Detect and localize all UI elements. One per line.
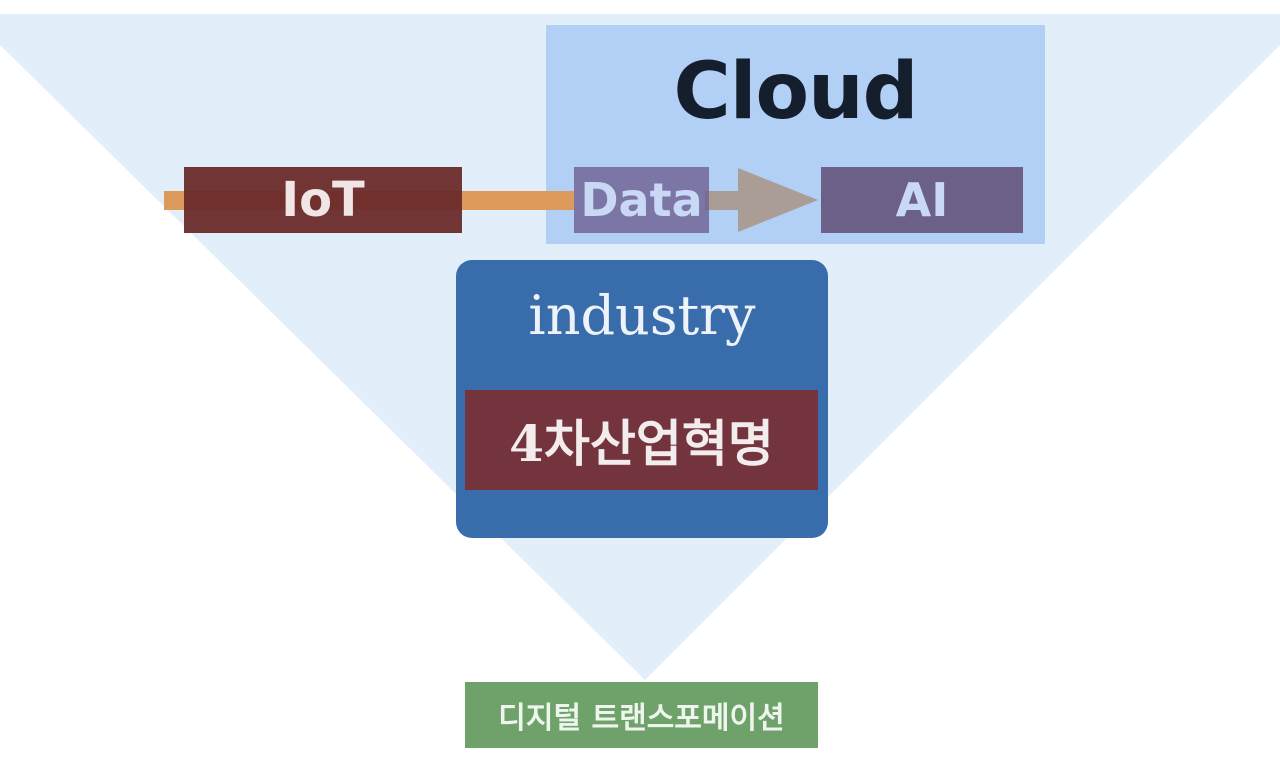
iot-label: IoT [281,172,365,228]
digital-transformation-box: 디지털 트랜스포메이션 [465,682,818,748]
data-box: Data [574,167,709,233]
industry-label: industry [528,284,756,347]
cloud-title: Cloud [673,47,919,137]
ai-label: AI [895,173,949,227]
fourth-industrial-revolution-box: 4차산업혁명 [465,390,818,490]
ai-box: AI [821,167,1023,233]
fourth-industrial-revolution-label: 4차산업혁명 [509,414,774,473]
iot-box: IoT [184,167,462,233]
digital-transformation-label: 디지털 트랜스포메이션 [498,701,785,736]
data-label: Data [580,173,703,227]
